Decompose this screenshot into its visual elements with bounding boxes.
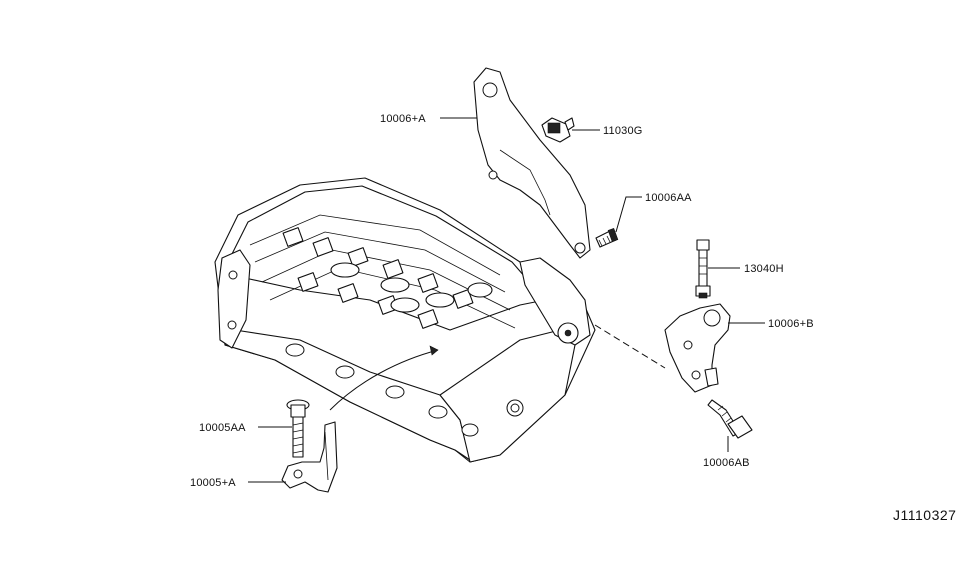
bracket-10006a: [473, 67, 591, 259]
callout-11030g: 11030G: [603, 125, 643, 137]
diagram-reference-code: J1110327: [893, 507, 956, 523]
callout-13040h: 13040H: [744, 263, 784, 275]
sensor-11030g: [541, 117, 575, 143]
leader-lines: [248, 117, 765, 483]
bolt-10006aa: [595, 227, 619, 248]
callout-10005a: 10005+A: [190, 477, 236, 489]
callout-10006ab: 10006AB: [703, 457, 750, 469]
callout-labels: 10006+A 11030G 10006AA 13040H 10006+B 10…: [190, 113, 814, 489]
bracket-10005a: [281, 421, 338, 493]
cylinder-head-assembly: [214, 177, 596, 463]
bracket-10006b: [664, 303, 731, 393]
bolt-10005aa: [286, 399, 310, 458]
bolt-10006ab: [707, 399, 753, 439]
callout-10006aa: 10006AA: [645, 192, 692, 204]
callout-10005aa: 10005AA: [199, 422, 246, 434]
callout-10006b: 10006+B: [768, 318, 814, 330]
sensor-13040h: [695, 239, 711, 299]
callout-10006a: 10006+A: [380, 113, 426, 125]
